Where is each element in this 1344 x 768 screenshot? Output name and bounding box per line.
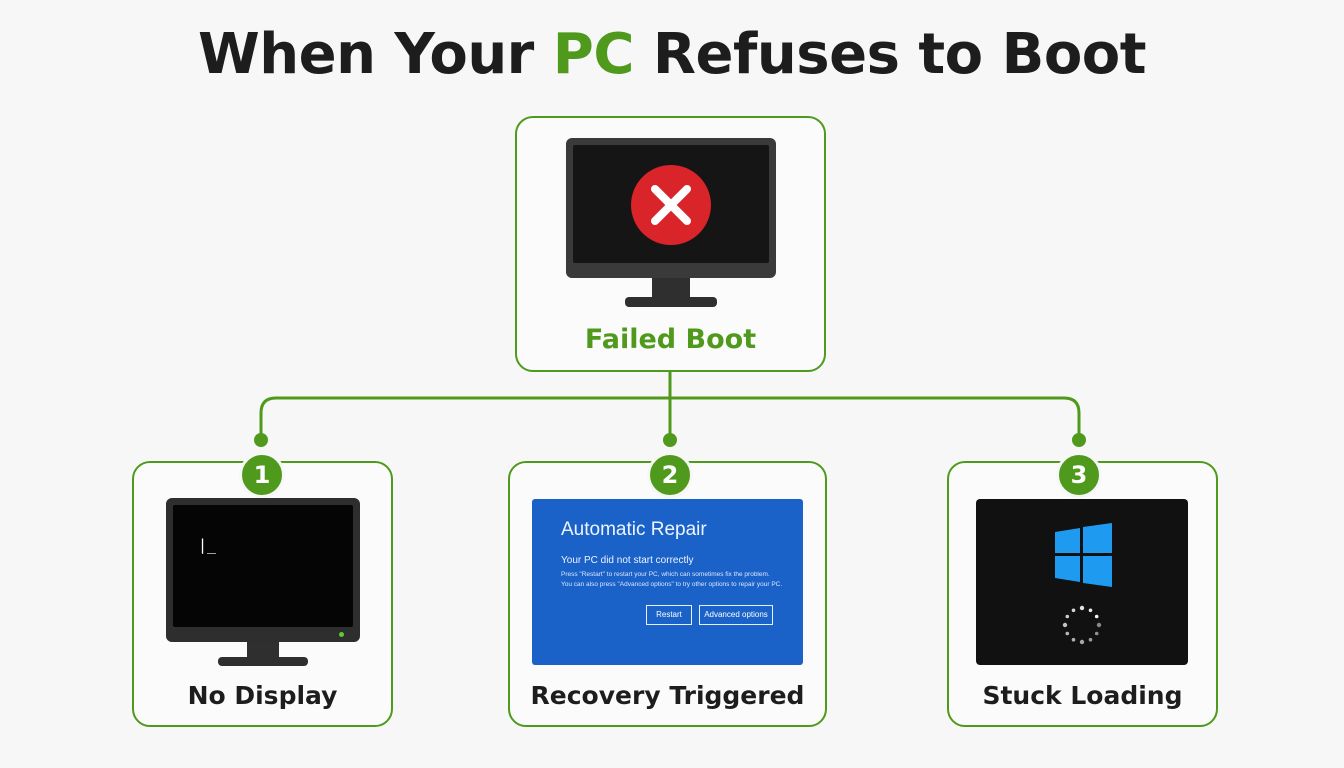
connector-branch-3 (670, 396, 1081, 440)
restart-button[interactable]: Restart (646, 605, 692, 625)
branch-1-label: No Display (187, 681, 338, 710)
power-led (339, 632, 344, 637)
spinner-dot (1065, 631, 1070, 636)
stuck-loading-screen (976, 499, 1188, 665)
branch-2-label: Recovery Triggered (530, 681, 805, 710)
error-x-icon (631, 165, 711, 245)
spinner-dot (1096, 622, 1102, 628)
root-monitor-neck (652, 278, 690, 298)
spinner-dot (1071, 608, 1076, 613)
no-display-monitor-neck (247, 642, 279, 658)
spinner-dot (1062, 622, 1068, 628)
spinner-dot (1065, 614, 1070, 619)
automatic-repair-screen: Automatic Repair Your PC did not start c… (532, 499, 803, 665)
spinner-dot (1071, 637, 1076, 642)
windows-logo-icon (1055, 523, 1112, 587)
page-title: When Your PC Refuses to Boot (0, 22, 1344, 87)
spinner-dot (1094, 614, 1099, 619)
root-monitor-base (625, 297, 717, 307)
advanced-options-button[interactable]: Advanced options (699, 605, 773, 625)
no-display-monitor-base (218, 657, 308, 666)
no-display-cursor: |_ (198, 536, 217, 554)
error-x-glyph (651, 185, 691, 225)
branch-3-dot (1072, 433, 1086, 447)
no-display-monitor-screen (173, 505, 353, 627)
repair-subtitle: Your PC did not start correctly (561, 555, 694, 566)
branch-1-dot (254, 433, 268, 447)
branch-2-badge: 2 (647, 452, 693, 498)
title-accent: PC (552, 22, 635, 87)
spinner-dot (1094, 631, 1099, 636)
branch-3-badge: 3 (1056, 452, 1102, 498)
spinner-dot (1079, 605, 1085, 611)
branch-2-dot (663, 433, 677, 447)
root-label: Failed Boot (584, 324, 757, 355)
connector-branch-1 (259, 396, 670, 440)
branch-3-label: Stuck Loading (982, 681, 1183, 710)
title-before: When Your (197, 22, 553, 87)
repair-line-2: You can also press "Advanced options" to… (561, 581, 783, 588)
repair-line-1: Press "Restart" to restart your PC, whic… (561, 571, 770, 578)
spinner-dot (1079, 639, 1085, 645)
spinner-dot (1088, 608, 1093, 613)
spinner-dot (1088, 637, 1093, 642)
branch-1-badge: 1 (239, 452, 285, 498)
repair-title: Automatic Repair (561, 519, 707, 540)
title-after: Refuses to Boot (633, 22, 1147, 87)
loading-spinner-icon (1062, 605, 1102, 645)
